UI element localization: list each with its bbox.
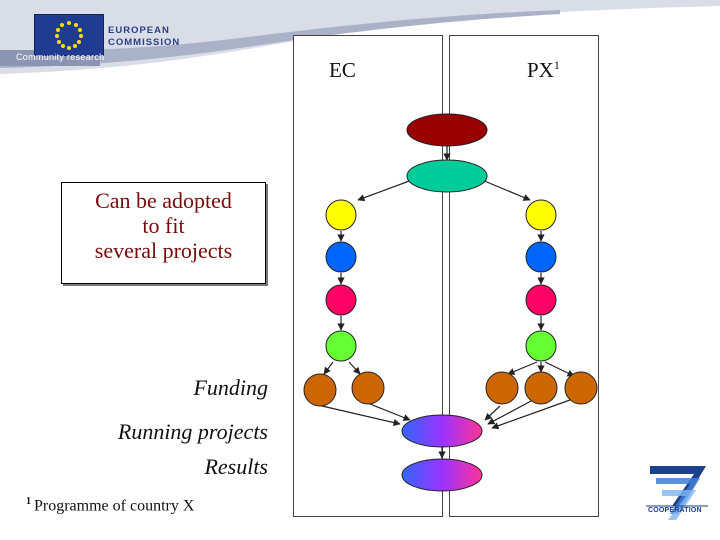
node-px-yellow [525, 199, 557, 231]
node-px-project-3 [564, 371, 598, 405]
node-running-gradient [401, 414, 483, 448]
fp7-cooperation-text: COOPERATION [648, 507, 702, 514]
node-root-dark-red [406, 113, 488, 147]
node-ec-blue [325, 241, 357, 273]
label-results: Results [204, 454, 268, 479]
node-px-project-1 [485, 371, 519, 405]
node-programme-teal [406, 159, 488, 193]
node-ec-yellow [325, 199, 357, 231]
lane-title-px-text: PX [527, 58, 554, 82]
footnote-text: Programme of country X [34, 497, 195, 515]
node-px-blue [525, 241, 557, 273]
logo-subtitle: Community research [16, 52, 105, 62]
node-ec-green [325, 330, 357, 362]
label-running-projects: Running projects [117, 419, 268, 444]
callout-line-1: Can be adopted [95, 188, 232, 213]
node-ec-pink [325, 284, 357, 316]
node-results-gradient [401, 458, 483, 492]
callout-line-2: to fit [142, 213, 185, 238]
european-commission-logo: EUROPEAN COMMISSION [16, 11, 181, 59]
node-ec-project-2 [351, 371, 385, 405]
callout-line-3: several projects [94, 238, 233, 263]
logo-line-european: EUROPEAN [108, 25, 170, 36]
lane-title-px: PX1 [527, 58, 560, 83]
fp7-logo-icon [646, 466, 708, 520]
node-ec-project-1 [303, 373, 337, 407]
lane-title-px-sup: 1 [553, 58, 560, 72]
lane-title-ec: EC [329, 58, 356, 82]
node-px-green [525, 330, 557, 362]
node-px-pink [525, 284, 557, 316]
connector-arrows [321, 146, 575, 459]
callout-adoptable: Can be adopted to fit several projects [61, 182, 266, 284]
eu-flag-icon [34, 14, 104, 56]
logo-line-commission: COMMISSION [108, 37, 181, 48]
node-px-project-2 [524, 371, 558, 405]
label-funding: Funding [193, 375, 268, 400]
footnote-mark: 1 [26, 496, 31, 507]
